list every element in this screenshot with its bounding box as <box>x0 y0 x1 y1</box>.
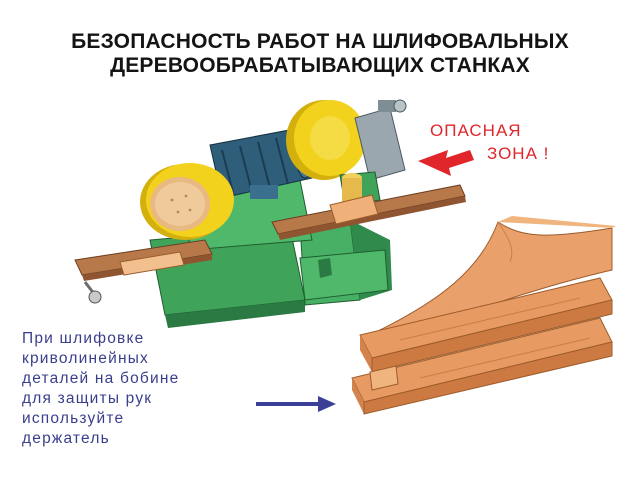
right-sanding-disc <box>286 100 366 180</box>
spindle-housing <box>339 99 407 213</box>
title-line-2: ДЕРЕВООБРАБАТЫВАЮЩИХ СТАНКАХ <box>110 54 530 77</box>
sanding-machine <box>74 99 466 328</box>
left-work-table <box>74 239 213 304</box>
left-sanding-disc <box>140 163 234 240</box>
right-work-table <box>271 184 466 240</box>
instruction-line: используйте <box>22 410 125 427</box>
instruction-line: для защиты рук <box>22 390 153 407</box>
instruction-line: При шлифовке <box>22 330 145 347</box>
instruction-line: криволинейных <box>22 350 149 367</box>
poster-title: БЕЗОПАСНОСТЬ РАБОТ НА ШЛИФОВАЛЬНЫХ ДЕРЕВ… <box>0 30 640 78</box>
pointer-arrow <box>256 396 336 412</box>
danger-line-2: ЗОНА ! <box>487 144 550 163</box>
danger-line-1: ОПАСНАЯ <box>430 121 522 140</box>
instruction-line: держатель <box>22 430 110 447</box>
danger-arrow <box>418 150 474 176</box>
danger-zone-label: ОПАСНАЯ ЗОНА ! <box>430 119 590 165</box>
wood-pieces <box>351 216 616 415</box>
title-line-1: БЕЗОПАСНОСТЬ РАБОТ НА ШЛИФОВАЛЬНЫХ <box>71 30 569 53</box>
instruction-text: При шлифовке криволинейных деталей на бо… <box>22 329 282 449</box>
instruction-line: деталей на бобине <box>22 370 180 387</box>
